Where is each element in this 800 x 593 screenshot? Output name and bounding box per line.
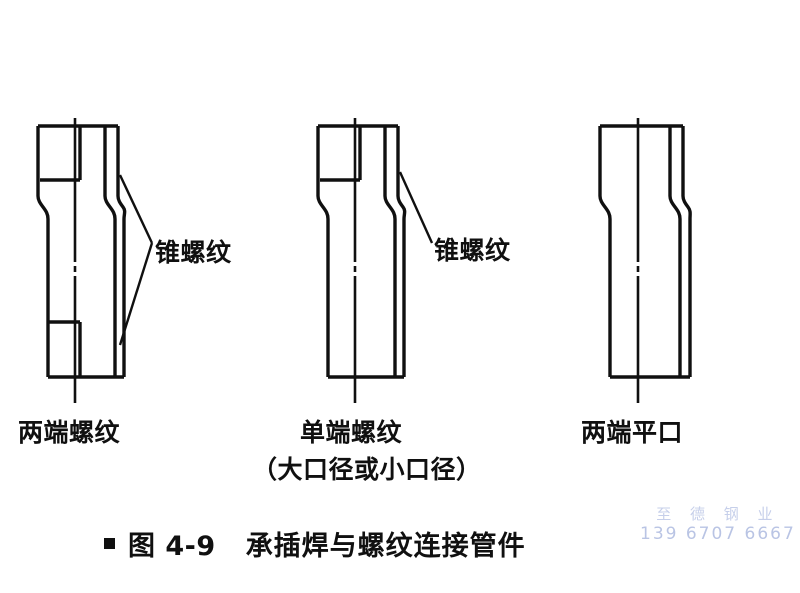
thread-annotation-label-2: 锥螺纹 <box>434 236 511 265</box>
fitting-single-end-threaded <box>316 118 434 403</box>
fitting-both-ends-plain <box>598 118 692 403</box>
caption-figure-number: 图 4-9 <box>128 531 216 562</box>
thread-line-right <box>396 126 407 377</box>
part-label-both-ends-threaded: 两端螺纹 <box>18 418 121 447</box>
thread-annotation-label-1: 锥螺纹 <box>155 238 232 267</box>
leader-line-lower <box>118 242 154 346</box>
bore-wall-right <box>103 126 117 377</box>
fitting-both-ends-threaded <box>36 118 154 403</box>
leader-line-upper <box>118 174 154 244</box>
bore-wall-right <box>668 126 682 377</box>
caption-bullet-icon <box>104 538 115 549</box>
part-label-both-ends-plain: 两端平口 <box>581 418 684 447</box>
part-sublabel-single-end-threaded: （大口径或小口径） <box>252 455 482 484</box>
outer-wall-left <box>598 126 612 377</box>
figure-caption: 图 4-9 承插焊与螺纹连接管件 <box>104 524 526 563</box>
thread-line-right <box>116 126 127 377</box>
outer-line-right <box>681 126 692 377</box>
watermark: 至 德 钢 业 139 6707 6667 <box>640 505 796 545</box>
watermark-brand: 至 德 钢 业 <box>656 505 780 523</box>
outer-wall-left <box>316 126 330 377</box>
leader-line-thread <box>398 171 434 244</box>
watermark-phone: 139 6707 6667 <box>640 524 796 544</box>
caption-title: 承插焊与螺纹连接管件 <box>245 531 526 562</box>
bore-wall-right <box>383 126 397 377</box>
outer-wall-left <box>36 126 50 377</box>
part-label-single-end-threaded: 单端螺纹 <box>300 418 403 447</box>
